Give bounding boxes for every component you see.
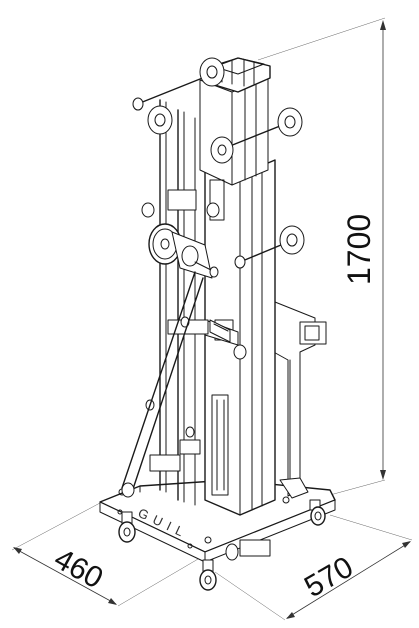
caster-wheel-rear-right (309, 499, 326, 526)
handle (209, 319, 231, 343)
height-label: 1700 (341, 214, 377, 285)
dimension-height: 1700 (257, 17, 386, 496)
top-pulley-left (132, 74, 211, 135)
side-rails (149, 99, 209, 506)
mid-pulley-right (234, 225, 305, 269)
caster-wheel-rear-left (225, 539, 271, 561)
caster-wheel-front-left (118, 511, 136, 543)
telescopic-mast (199, 57, 276, 516)
winch-assembly (148, 223, 219, 279)
width-label: 570 (299, 550, 359, 604)
top-pulley-right (210, 107, 303, 164)
diagonal-brace (121, 271, 204, 498)
depth-label: 460 (49, 542, 109, 595)
top-pulley-back (199, 57, 225, 87)
pin-bolts (141, 202, 247, 438)
rear-outrigger (269, 299, 327, 499)
caster-wheel-front-right (199, 559, 217, 591)
